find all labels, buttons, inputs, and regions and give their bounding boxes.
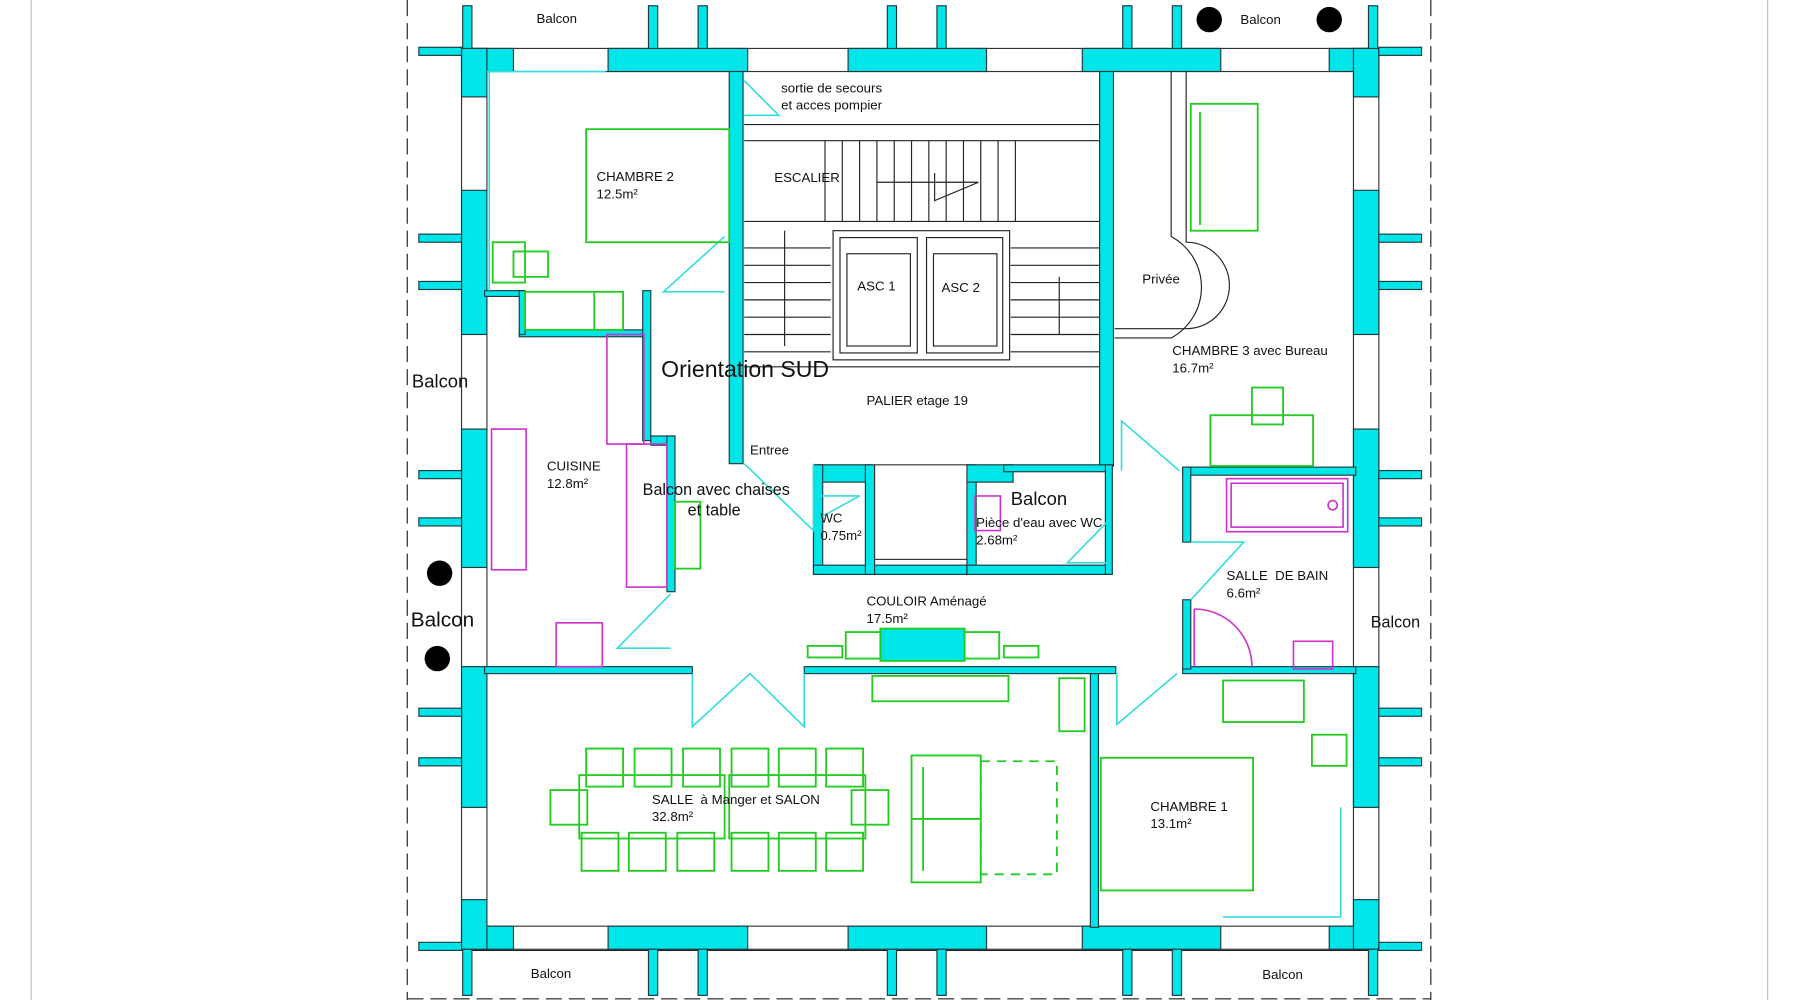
- balcony-label-top-right: Balcon: [1240, 12, 1281, 27]
- room-area: 2.68m²: [976, 532, 1018, 547]
- furniture: [491, 102, 1348, 892]
- balcony-label-top-left: Balcon: [537, 11, 578, 26]
- orientation-label: Orientation SUD: [661, 356, 829, 382]
- entrance-label: Entree: [750, 442, 789, 457]
- room-area: 32.8m²: [652, 809, 694, 824]
- elevator-1: [839, 237, 918, 354]
- room-area: 12.8m²: [547, 476, 589, 491]
- room-name: SALLE DE BAIN: [1227, 568, 1329, 583]
- stair-core: [744, 123, 1100, 368]
- room-name: CUISINE: [547, 459, 601, 474]
- elevator-1-label: ASC 1: [857, 279, 895, 294]
- room-area: 0.75m²: [820, 528, 862, 543]
- balcony-label-bottom-left: Balcon: [531, 966, 572, 981]
- room-area: 16.7m²: [1172, 361, 1214, 376]
- sanitary-fixtures: [490, 333, 1349, 670]
- room-area: 12.5m²: [597, 186, 639, 201]
- balcony-label-left-upper: Balcon: [412, 371, 468, 392]
- private-area-wall: [1114, 71, 1230, 339]
- interior-walls: [484, 70, 1357, 928]
- terrace-label-2: et table: [688, 502, 741, 520]
- room-area: 17.5m²: [867, 611, 909, 626]
- stairs-label: ESCALIER: [774, 170, 840, 185]
- private-label: Privée: [1142, 272, 1180, 287]
- room-name: CHAMBRE 3 avec Bureau: [1172, 343, 1327, 358]
- outer-walls: [460, 47, 1380, 950]
- column-dots: [424, 6, 1342, 672]
- door-swings: [486, 70, 1342, 918]
- room-name: SALLE à Manger et SALON: [652, 792, 820, 807]
- terrace-label-1: Balcon avec chaises: [643, 481, 790, 499]
- emergency-exit-label-2: et acces pompier: [781, 98, 883, 113]
- labels: Balcon Balcon Balcon Balcon Balcon Balco…: [411, 11, 1420, 982]
- elevator-2: [925, 237, 1004, 354]
- room-name: CHAMBRE 2: [597, 169, 674, 184]
- room-area: 13.1m²: [1150, 816, 1192, 831]
- shower-arc: [1193, 608, 1253, 667]
- room-name: CHAMBRE 1: [1150, 799, 1227, 814]
- balcony-posts: [418, 5, 1423, 996]
- balcony-label-right: Balcon: [1371, 613, 1420, 631]
- elevator-2-label: ASC 2: [942, 280, 980, 295]
- emergency-exit-label-1: sortie de secours: [781, 80, 882, 95]
- balcony-label-inner: Balcon: [1011, 488, 1067, 509]
- landing-label: PALIER etage 19: [867, 393, 968, 408]
- room-name: COULOIR Aménagé: [867, 594, 987, 609]
- balcony-label-left-lower: Balcon: [411, 608, 474, 631]
- balcony-label-bottom-right: Balcon: [1262, 967, 1303, 982]
- room-area: 6.6m²: [1227, 585, 1261, 600]
- room-name: Pièce d'eau avec WC: [976, 515, 1103, 530]
- room-name: WC: [820, 510, 843, 525]
